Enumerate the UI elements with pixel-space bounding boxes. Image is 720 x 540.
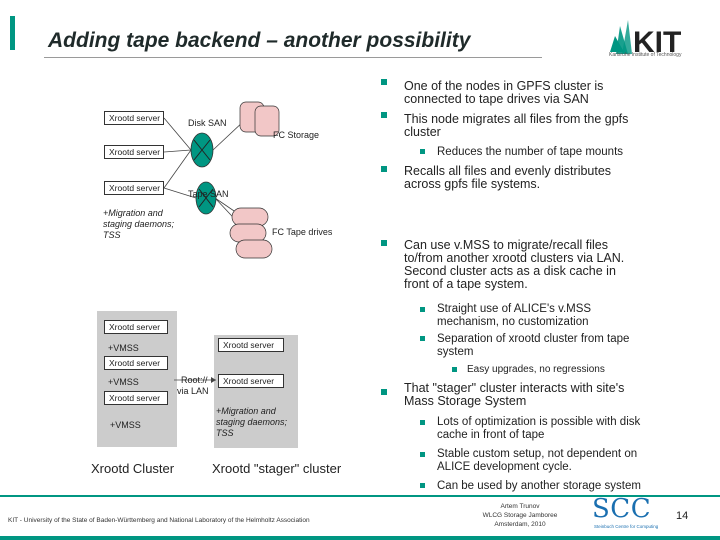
- slide-title: Adding tape backend – another possibilit…: [48, 29, 471, 52]
- bullet-icon: [381, 389, 387, 395]
- scc-logo-subtext: Steinbuch Centre for Computing: [594, 524, 659, 529]
- fc-tape-drives-icon: [229, 207, 273, 259]
- footer-author-block: Artem Trunov WLCG Storage Jamboree Amste…: [482, 502, 558, 529]
- sub-bullet-icon: [420, 336, 425, 341]
- stager-daemons-line-2: staging daemons;: [216, 417, 288, 427]
- bullet-5-line-2: Mass Storage System: [404, 394, 527, 408]
- cluster-vmss-3: +VMSS: [110, 420, 141, 430]
- migration-line-1: +Migration and: [103, 208, 163, 218]
- tape-san-label: Tape SAN: [188, 189, 229, 199]
- cluster-server-1: Xrootd server: [104, 320, 168, 334]
- lan-link-arrow: [174, 377, 216, 383]
- stager-server-1: Xrootd server: [218, 338, 284, 352]
- fc-storage-icon: [239, 101, 280, 137]
- bullet-5-sub-2-line-2: ALICE development cycle.: [437, 461, 572, 473]
- bullet-2-line-1: This node migrates all files from the gp…: [404, 112, 629, 126]
- cluster-vmss-1: +VMSS: [108, 343, 139, 353]
- root-link-label-2: via LAN: [177, 386, 209, 396]
- bullet-icon: [381, 240, 387, 246]
- footer-event: WLCG Storage Jamboree: [482, 512, 558, 519]
- bullet-icon: [381, 79, 387, 85]
- bullet-3-line-1: Recalls all files and evenly distributes: [404, 164, 612, 178]
- kit-logo-text: KIT: [633, 26, 681, 59]
- bullet-icon: [381, 166, 387, 172]
- migration-line-2: staging daemons;: [103, 219, 175, 229]
- stager-daemons-line-3: TSS: [216, 428, 234, 438]
- bullet-4-line-3: Second cluster acts as a disk cache in: [404, 264, 616, 278]
- bullet-4-sub-1-line-1: Straight use of ALICE's v.MSS: [437, 303, 592, 315]
- xrootd-server-3: Xrootd server: [104, 181, 164, 195]
- bullet-1-line-1: One of the nodes in GPFS cluster is: [404, 79, 604, 93]
- footer-divider: [0, 495, 720, 497]
- xrootd-cluster-caption: Xrootd Cluster: [91, 461, 175, 476]
- xrootd-server-2: Xrootd server: [104, 145, 164, 159]
- migration-line-3: TSS: [103, 230, 121, 240]
- sub-bullet-icon: [420, 420, 425, 425]
- fc-storage-label: FC Storage: [273, 130, 320, 140]
- sub-bullet-icon: [420, 483, 425, 488]
- bullet-4-sub-2-line-1: Separation of xrootd cluster from tape: [437, 333, 630, 345]
- bullet-4-line-1: Can use v.MSS to migrate/recall files: [404, 238, 609, 252]
- kit-logo: KIT: [610, 20, 681, 59]
- stager-cluster-panel: [214, 335, 298, 448]
- xrootd-server-1: Xrootd server: [104, 111, 164, 125]
- sub-bullet-icon: [420, 149, 425, 154]
- bullet-2-sub-1: Reduces the number of tape mounts: [437, 146, 624, 158]
- scc-logo: SCC: [592, 494, 652, 524]
- bullet-3-line-2: across gpfs file systems.: [404, 177, 541, 191]
- sub-sub-bullet-icon: [452, 367, 457, 372]
- sub-bullet-icon: [420, 307, 425, 312]
- bullet-4-line-4: front of a tape system.: [404, 277, 528, 291]
- footer-institution: KIT - University of the State of Baden-W…: [8, 517, 310, 524]
- footer-place: Amsterdam, 2010: [494, 521, 546, 528]
- root-link-label-1: Root://: [181, 375, 208, 385]
- bullet-4-sub-1-line-2: mechanism, no customization: [437, 316, 589, 328]
- bullet-4-sub-2-sub-1: Easy upgrades, no regressions: [467, 364, 605, 375]
- bullet-5-sub-1-line-2: cache in front of tape: [437, 429, 545, 441]
- disk-san-label: Disk SAN: [188, 118, 227, 128]
- cluster-server-2: Xrootd server: [104, 356, 168, 370]
- bullet-1-line-2: connected to tape drives via SAN: [404, 92, 589, 106]
- stager-server-2: Xrootd server: [218, 374, 284, 388]
- cluster-server-3: Xrootd server: [104, 391, 168, 405]
- stager-cluster-caption: Xrootd "stager" cluster: [212, 461, 342, 476]
- kit-logo-subtext: Karlsruhe Institute of Technology: [609, 52, 682, 58]
- bullet-5-sub-2-line-1: Stable custom setup, not dependent on: [437, 448, 638, 460]
- bullet-4-sub-2-line-2: system: [437, 346, 474, 358]
- footer-author: Artem Trunov: [500, 503, 540, 510]
- title-divider: [44, 57, 542, 58]
- san-diagram: [163, 101, 280, 259]
- bullet-5-line-1: That "stager" cluster interacts with sit…: [404, 381, 625, 395]
- page-number: 14: [676, 510, 689, 522]
- bullet-5-sub-3: Can be used by another storage system: [437, 480, 641, 492]
- bullet-2-line-2: cluster: [404, 125, 441, 139]
- cluster-vmss-2: +VMSS: [108, 377, 139, 387]
- bullet-4-line-2: to/from another xrootd clusters via LAN.: [404, 251, 625, 265]
- title-accent-bar: [10, 16, 15, 50]
- footer-bottom-bar: [0, 536, 720, 540]
- sub-bullet-icon: [420, 452, 425, 457]
- bullet-icon: [381, 112, 387, 118]
- fc-tape-drives-label: FC Tape drives: [272, 227, 333, 237]
- stager-daemons-line-1: +Migration and: [216, 406, 276, 416]
- bullet-5-sub-1-line-1: Lots of optimization is possible with di…: [437, 416, 641, 428]
